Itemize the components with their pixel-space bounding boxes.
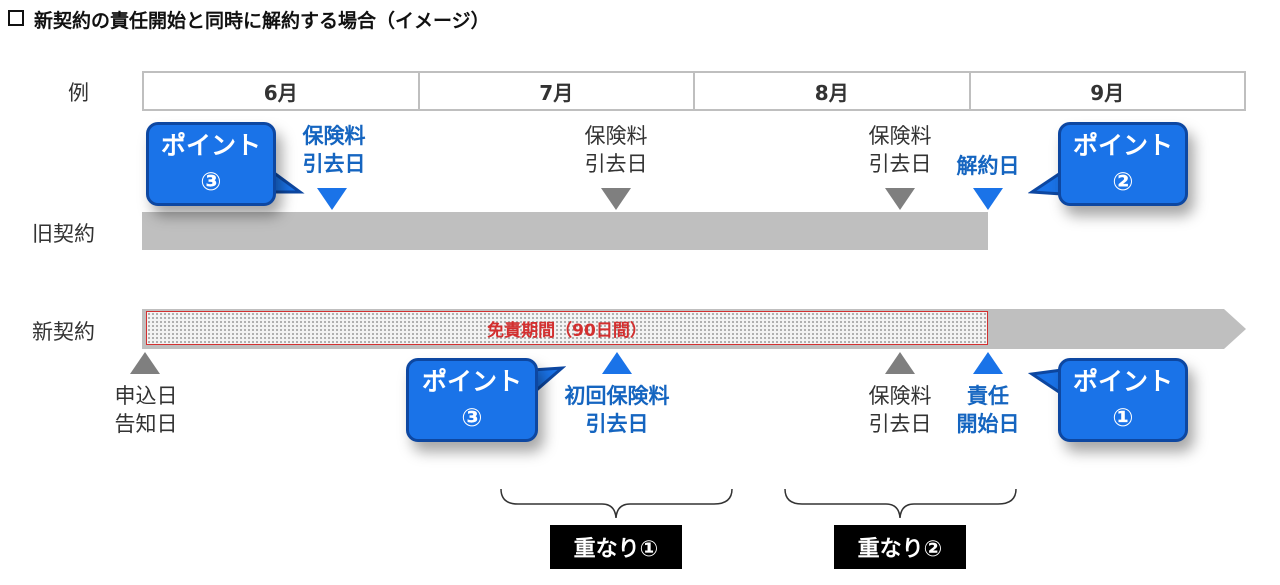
- callout-point-label: ポイント: [1072, 131, 1173, 160]
- new-first-premium-marker-icon: [602, 352, 632, 374]
- month-timeline: 6月 7月 8月 9月: [142, 71, 1246, 111]
- month-august: 8月: [693, 73, 969, 109]
- month-june: 6月: [263, 80, 298, 105]
- callout-point-3-old: ポイント ③: [146, 122, 306, 206]
- old-june-withdraw-label: 保険料 引去日: [302, 124, 366, 176]
- new-apply-day-label: 申込日 告知日: [114, 384, 178, 436]
- overlap-brace-1-icon: [500, 488, 733, 519]
- checkbox-square-icon: [8, 10, 24, 26]
- callout-point-number: ③: [200, 167, 222, 196]
- new-start-day-label: 責任 開始日: [956, 384, 1020, 436]
- new-aug-withdraw-label: 保険料 引去日: [868, 384, 932, 436]
- new-first-premium-label: 初回保険料 引去日: [564, 384, 670, 436]
- old-july-withdraw-marker-icon: [601, 188, 631, 210]
- new-apply-marker-icon: [130, 352, 160, 374]
- month-september: 9月: [968, 73, 1245, 109]
- callout-point-2-old: ポイント ②: [1028, 122, 1192, 206]
- old-july-withdraw-label: 保険料 引去日: [584, 124, 648, 176]
- new-contract-label: 新契約: [32, 320, 95, 344]
- new-aug-withdraw-marker-icon: [885, 352, 915, 374]
- callout-point-number: ①: [1112, 403, 1134, 432]
- overlap-1-label: 重なり①: [550, 525, 682, 569]
- immunity-period-label: 免責期間（90日間）: [487, 320, 647, 341]
- month-july: 7月: [417, 73, 694, 109]
- old-aug-withdraw-marker-icon: [885, 188, 915, 210]
- title-text: 新契約の責任開始と同時に解約する場合（イメージ）: [34, 10, 490, 32]
- overlap-2-label: 重なり②: [834, 525, 966, 569]
- callout-point-3-new: ポイント ③: [406, 358, 566, 442]
- old-cancel-day-label: 解約日: [956, 154, 1020, 178]
- callout-point-label: ポイント: [1072, 367, 1173, 396]
- callout-point-number: ②: [1112, 167, 1134, 196]
- page-title: 新契約の責任開始と同時に解約する場合（イメージ）: [8, 6, 490, 33]
- immunity-period-box: 免責期間（90日間）: [146, 311, 988, 345]
- old-cancel-day-marker-icon: [973, 188, 1003, 210]
- example-label: 例: [68, 81, 89, 105]
- new-start-day-marker-icon: [973, 352, 1003, 374]
- callout-point-number: ③: [461, 403, 483, 432]
- old-june-withdraw-marker-icon: [317, 188, 347, 210]
- old-contract-bar: [142, 212, 988, 250]
- callout-point-1-new: ポイント ①: [1028, 358, 1192, 442]
- old-contract-label: 旧契約: [32, 222, 95, 246]
- old-aug-withdraw-label: 保険料 引去日: [868, 124, 932, 176]
- callout-point-label: ポイント: [421, 367, 522, 396]
- callout-point-label: ポイント: [160, 131, 261, 160]
- overlap-brace-2-icon: [784, 488, 1017, 519]
